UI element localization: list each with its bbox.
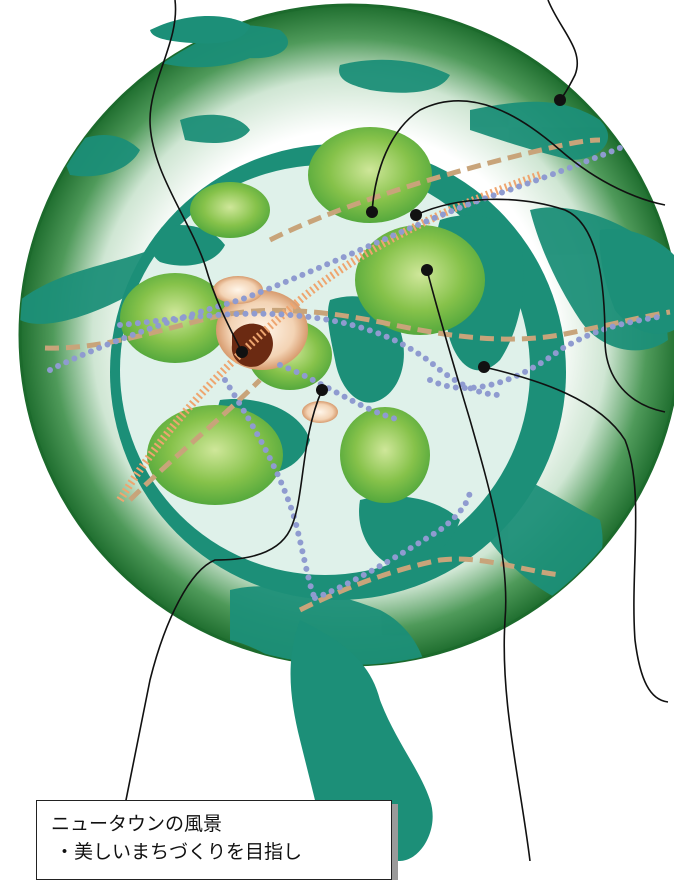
caption-title: ニュータウンの風景 (51, 811, 391, 837)
marker-forest-ne (366, 206, 378, 218)
marker-town-center (236, 346, 248, 358)
forest-s (340, 407, 430, 503)
marker-forest-e (421, 264, 433, 276)
marker-land-e (478, 361, 490, 373)
marker-coast (554, 94, 566, 106)
marker-disc (316, 384, 328, 396)
small-hill (302, 401, 338, 423)
land-north-tail (150, 16, 250, 43)
marker-transit (410, 209, 422, 221)
forest-n (190, 182, 270, 238)
caption-box: ニュータウンの風景 ・美しいまちづくりを目指し (36, 800, 392, 880)
caption-text: ・美しいまちづくりを目指し (51, 837, 391, 867)
newtown-illustration (0, 0, 674, 861)
